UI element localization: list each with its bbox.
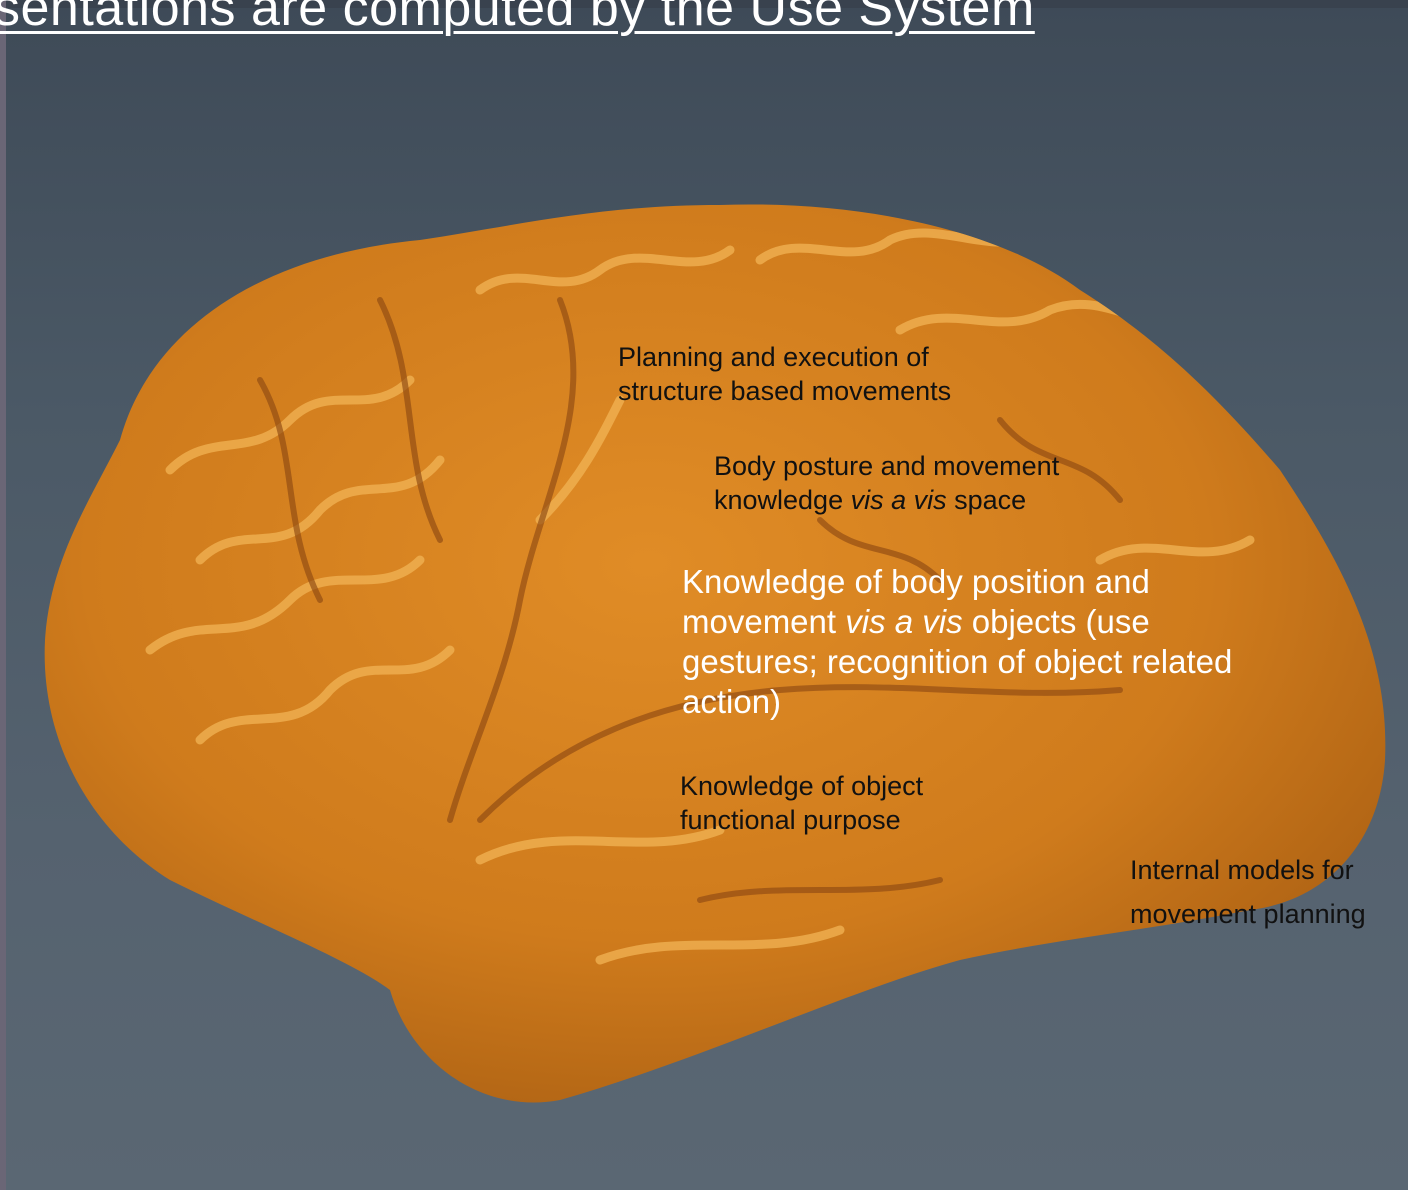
label-knowledge-body-line-2-em: vis a vis	[845, 603, 962, 640]
label-internal-line-1: Internal models for	[1130, 848, 1366, 892]
label-posture-line-2-post: space	[947, 485, 1027, 515]
label-posture-line-1: Body posture and movement	[714, 449, 1059, 483]
label-knowledge-body-line-4: action)	[682, 682, 1232, 722]
label-posture-line-2: knowledge vis a vis space	[714, 483, 1059, 517]
label-posture-line-2-em: vis a vis	[851, 485, 947, 515]
label-knowledge-body-line-2-pre: movement	[682, 603, 845, 640]
label-planning-line-1: Planning and execution of	[618, 340, 951, 374]
label-object-line-2: functional purpose	[680, 803, 923, 837]
label-posture-line-2-pre: knowledge	[714, 485, 851, 515]
label-knowledge-body-line-2: movement vis a vis objects (use	[682, 602, 1232, 642]
label-internal-line-2: movement planning	[1130, 892, 1366, 936]
slide-title: sentations are computed by the Use Syste…	[0, 0, 1035, 38]
label-planning-execution: Planning and execution of structure base…	[618, 340, 951, 408]
label-object-functional-purpose: Knowledge of object functional purpose	[680, 769, 923, 837]
label-planning-line-2: structure based movements	[618, 374, 951, 408]
label-object-line-1: Knowledge of object	[680, 769, 923, 803]
label-knowledge-body-line-2-post: objects (use	[963, 603, 1150, 640]
label-internal-models: Internal models for movement planning	[1130, 848, 1366, 936]
label-knowledge-body-line-1: Knowledge of body position and	[682, 562, 1232, 602]
label-knowledge-body-position: Knowledge of body position and movement …	[682, 562, 1232, 722]
label-knowledge-body-line-3: gestures; recognition of object related	[682, 642, 1232, 682]
label-body-posture: Body posture and movement knowledge vis …	[714, 449, 1059, 517]
